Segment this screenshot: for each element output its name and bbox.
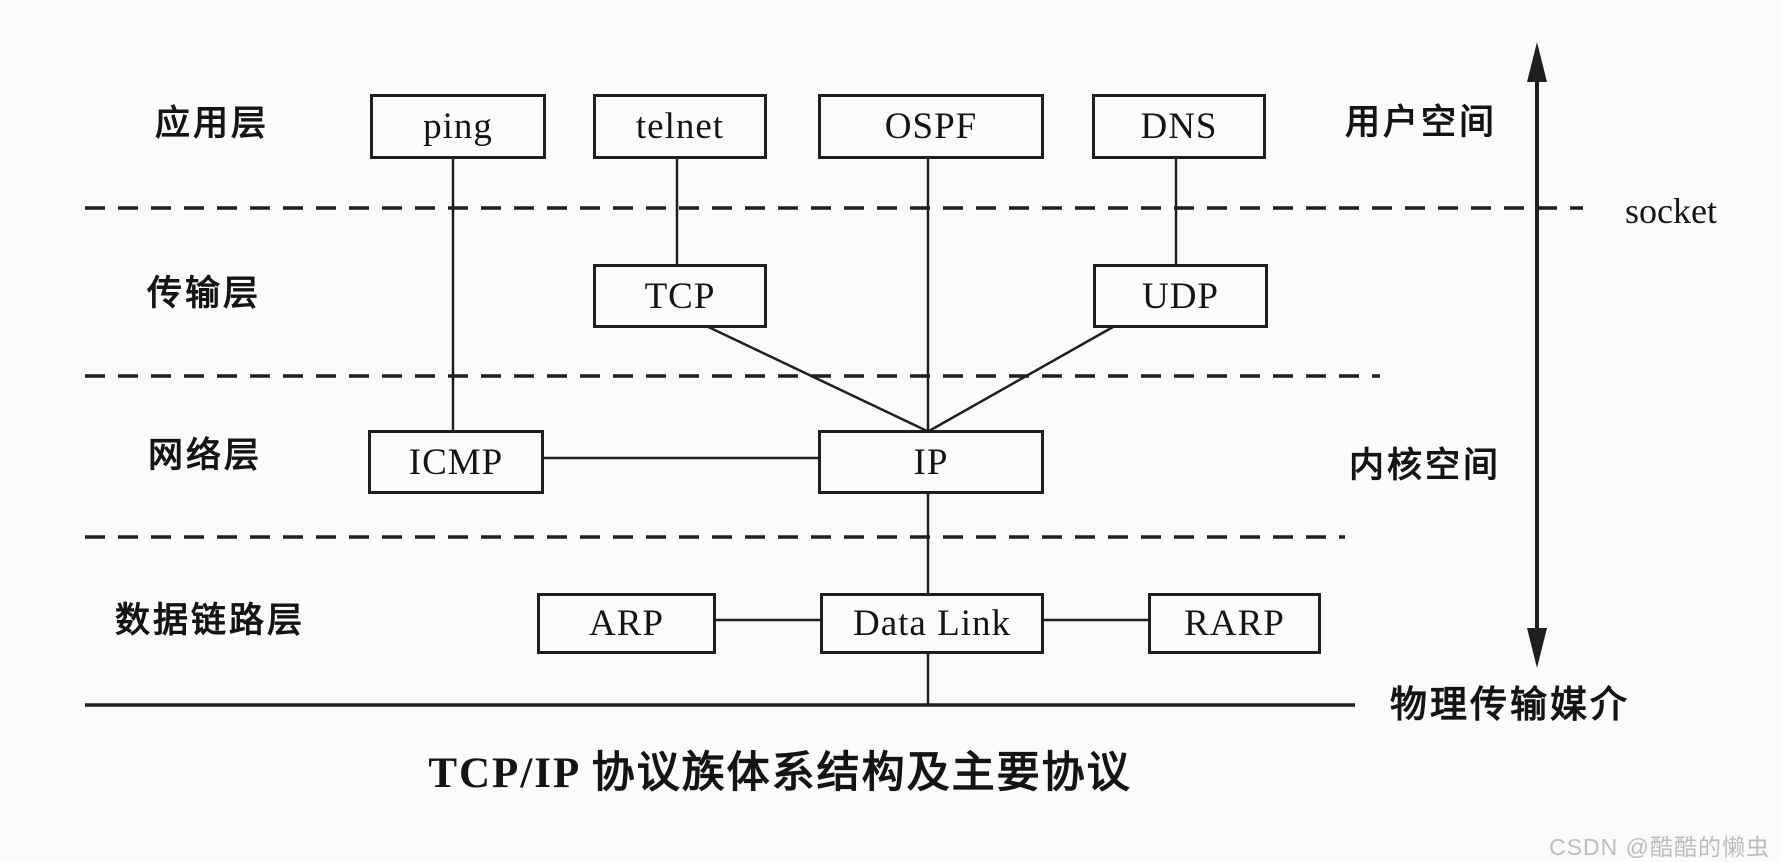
arrow-down-icon bbox=[1527, 628, 1547, 668]
node-telnet: telnet bbox=[593, 94, 767, 159]
connector-tcp-ip bbox=[699, 321, 928, 433]
layer-label-datalink: 数据链路层 bbox=[115, 601, 306, 640]
layer-label-application: 应用层 bbox=[155, 104, 270, 143]
annotation-kernel-space: 内核空间 bbox=[1349, 446, 1502, 485]
node-tcp: TCP bbox=[593, 264, 767, 328]
diagram-caption: TCP/IP 协议族体系结构及主要协议 bbox=[428, 750, 1132, 797]
annotation-physical-medium: 物理传输媒介 bbox=[1390, 685, 1630, 726]
node-arp: ARP bbox=[537, 593, 716, 654]
arrow-up-icon bbox=[1527, 42, 1547, 82]
node-dns: DNS bbox=[1092, 94, 1266, 159]
annotation-socket: socket bbox=[1625, 191, 1717, 231]
layer-label-network: 网络层 bbox=[148, 436, 263, 475]
annotation-user-space: 用户空间 bbox=[1345, 103, 1498, 142]
node-datalink: Data Link bbox=[820, 593, 1044, 654]
csdn-watermark: CSDN @酷酷的懒虫 bbox=[1549, 834, 1770, 860]
node-ip: IP bbox=[818, 430, 1044, 494]
node-udp: UDP bbox=[1093, 264, 1268, 328]
node-rarp: RARP bbox=[1148, 593, 1321, 654]
connector-udp-ip bbox=[928, 321, 1121, 433]
node-ospf: OSPF bbox=[818, 94, 1044, 159]
layer-label-transport: 传输层 bbox=[147, 274, 262, 313]
node-icmp: ICMP bbox=[368, 430, 544, 494]
node-ping: ping bbox=[370, 94, 546, 159]
